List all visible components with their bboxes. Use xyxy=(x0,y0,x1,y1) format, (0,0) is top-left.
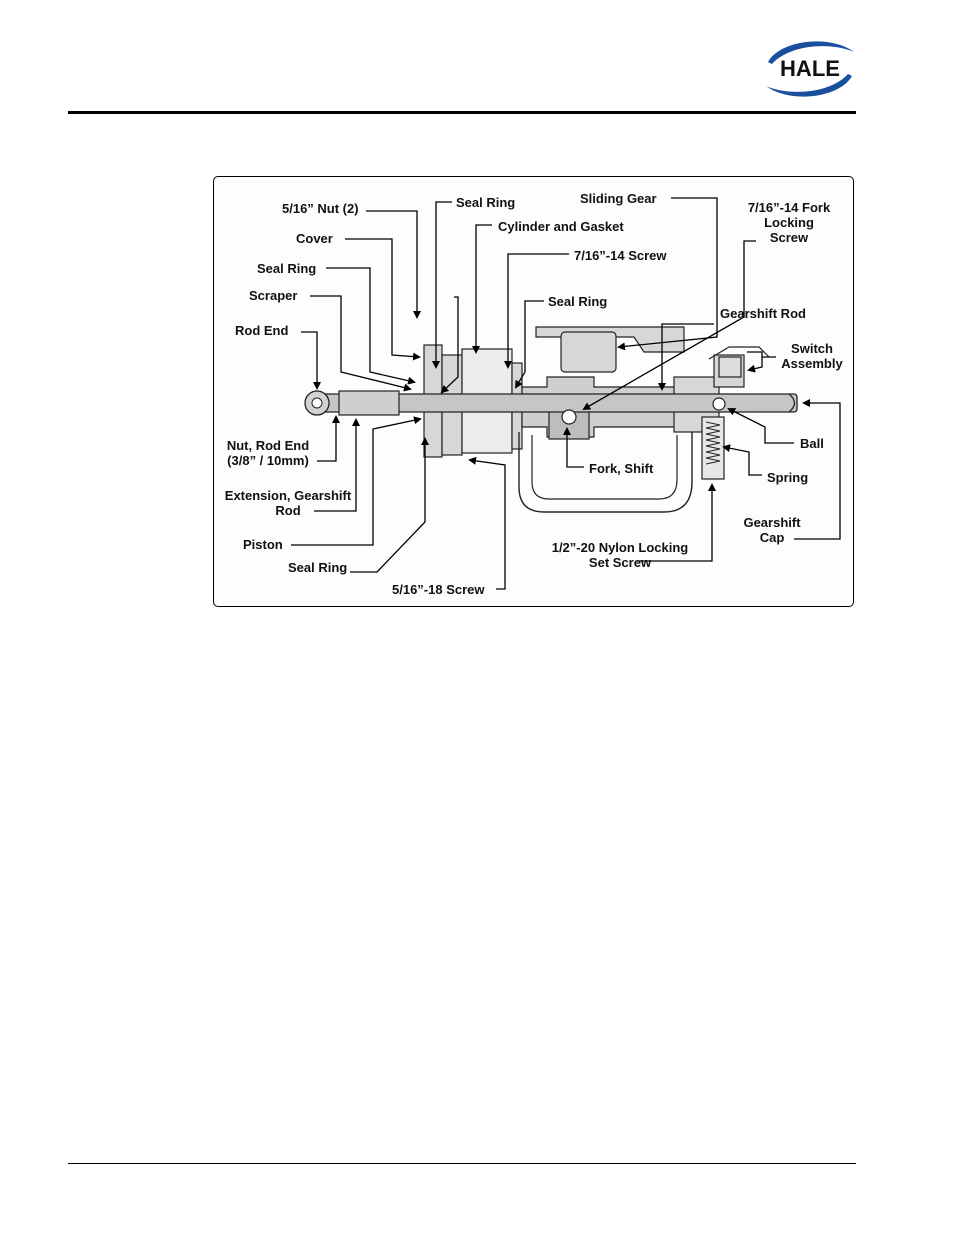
label-nylon-line1: 1/2”-20 Nylon Locking xyxy=(551,540,689,555)
label-cylinder-gasket: Cylinder and Gasket xyxy=(498,219,624,234)
label-screw-5-16: 5/16”-18 Screw xyxy=(392,582,485,597)
label-seal-ring-top: Seal Ring xyxy=(456,195,516,210)
label-seal-ring-bottom: Seal Ring xyxy=(288,560,348,575)
label-seal-ring-left: Seal Ring xyxy=(257,261,317,276)
hale-logo: HALE xyxy=(766,41,854,97)
footer-rule xyxy=(68,1163,856,1164)
label-nut-rod-end-line1: Nut, Rod End xyxy=(226,438,310,453)
label-nylon-line2: Set Screw xyxy=(588,555,652,570)
label-extension-line2: Rod xyxy=(275,503,301,518)
label-screw-7-16: 7/16”-14 Screw xyxy=(574,248,667,263)
label-gearshift-cap: Gearshift Cap xyxy=(736,515,808,545)
label-nut-rod-end-size: (3/8” / 10mm) xyxy=(227,453,309,468)
label-gearshift-rod: Gearshift Rod xyxy=(720,306,806,321)
label-gearshift-cap-line2: Cap xyxy=(759,530,785,545)
gearshift-diagram: 5/16” Nut (2) Seal Ring Sliding Gear 7/1… xyxy=(213,176,854,607)
label-extension-line1: Extension, Gearshift xyxy=(224,488,352,503)
label-spring: Spring xyxy=(767,470,809,485)
label-fork-locking-line1: 7/16”-14 Fork xyxy=(747,200,831,215)
label-switch-line2: Assembly xyxy=(781,356,843,371)
label-cover: Cover xyxy=(296,231,333,246)
label-gearshift-cap-line1: Gearshift xyxy=(743,515,801,530)
label-nylon-locking-set-screw: 1/2”-20 Nylon Locking Set Screw xyxy=(544,540,696,570)
label-ball: Ball xyxy=(800,436,824,451)
header-rule xyxy=(68,111,856,114)
label-switch-assembly: Switch Assembly xyxy=(776,341,848,371)
label-piston: Piston xyxy=(243,537,283,552)
label-fork-locking-line3: Screw xyxy=(769,230,809,245)
label-fork-locking-screw: 7/16”-14 Fork Locking Screw xyxy=(742,200,836,245)
label-seal-ring-mid: Seal Ring xyxy=(548,294,608,309)
label-extension-gearshift-rod: Extension, Gearshift Rod xyxy=(220,488,356,518)
label-switch-line1: Switch xyxy=(791,341,833,356)
label-fork-shift: Fork, Shift xyxy=(589,461,654,476)
label-scraper: Scraper xyxy=(249,288,298,303)
label-sliding-gear: Sliding Gear xyxy=(580,191,657,206)
label-rod-end: Rod End xyxy=(235,323,289,338)
diagram-drawing xyxy=(291,197,841,590)
label-nut-rod-end: Nut, Rod End (3/8” / 10mm) xyxy=(222,438,314,468)
brand-wordmark: HALE xyxy=(780,56,840,81)
label-fork-locking-line2: Locking xyxy=(764,215,814,230)
label-nut-5-16: 5/16” Nut (2) xyxy=(282,201,359,216)
